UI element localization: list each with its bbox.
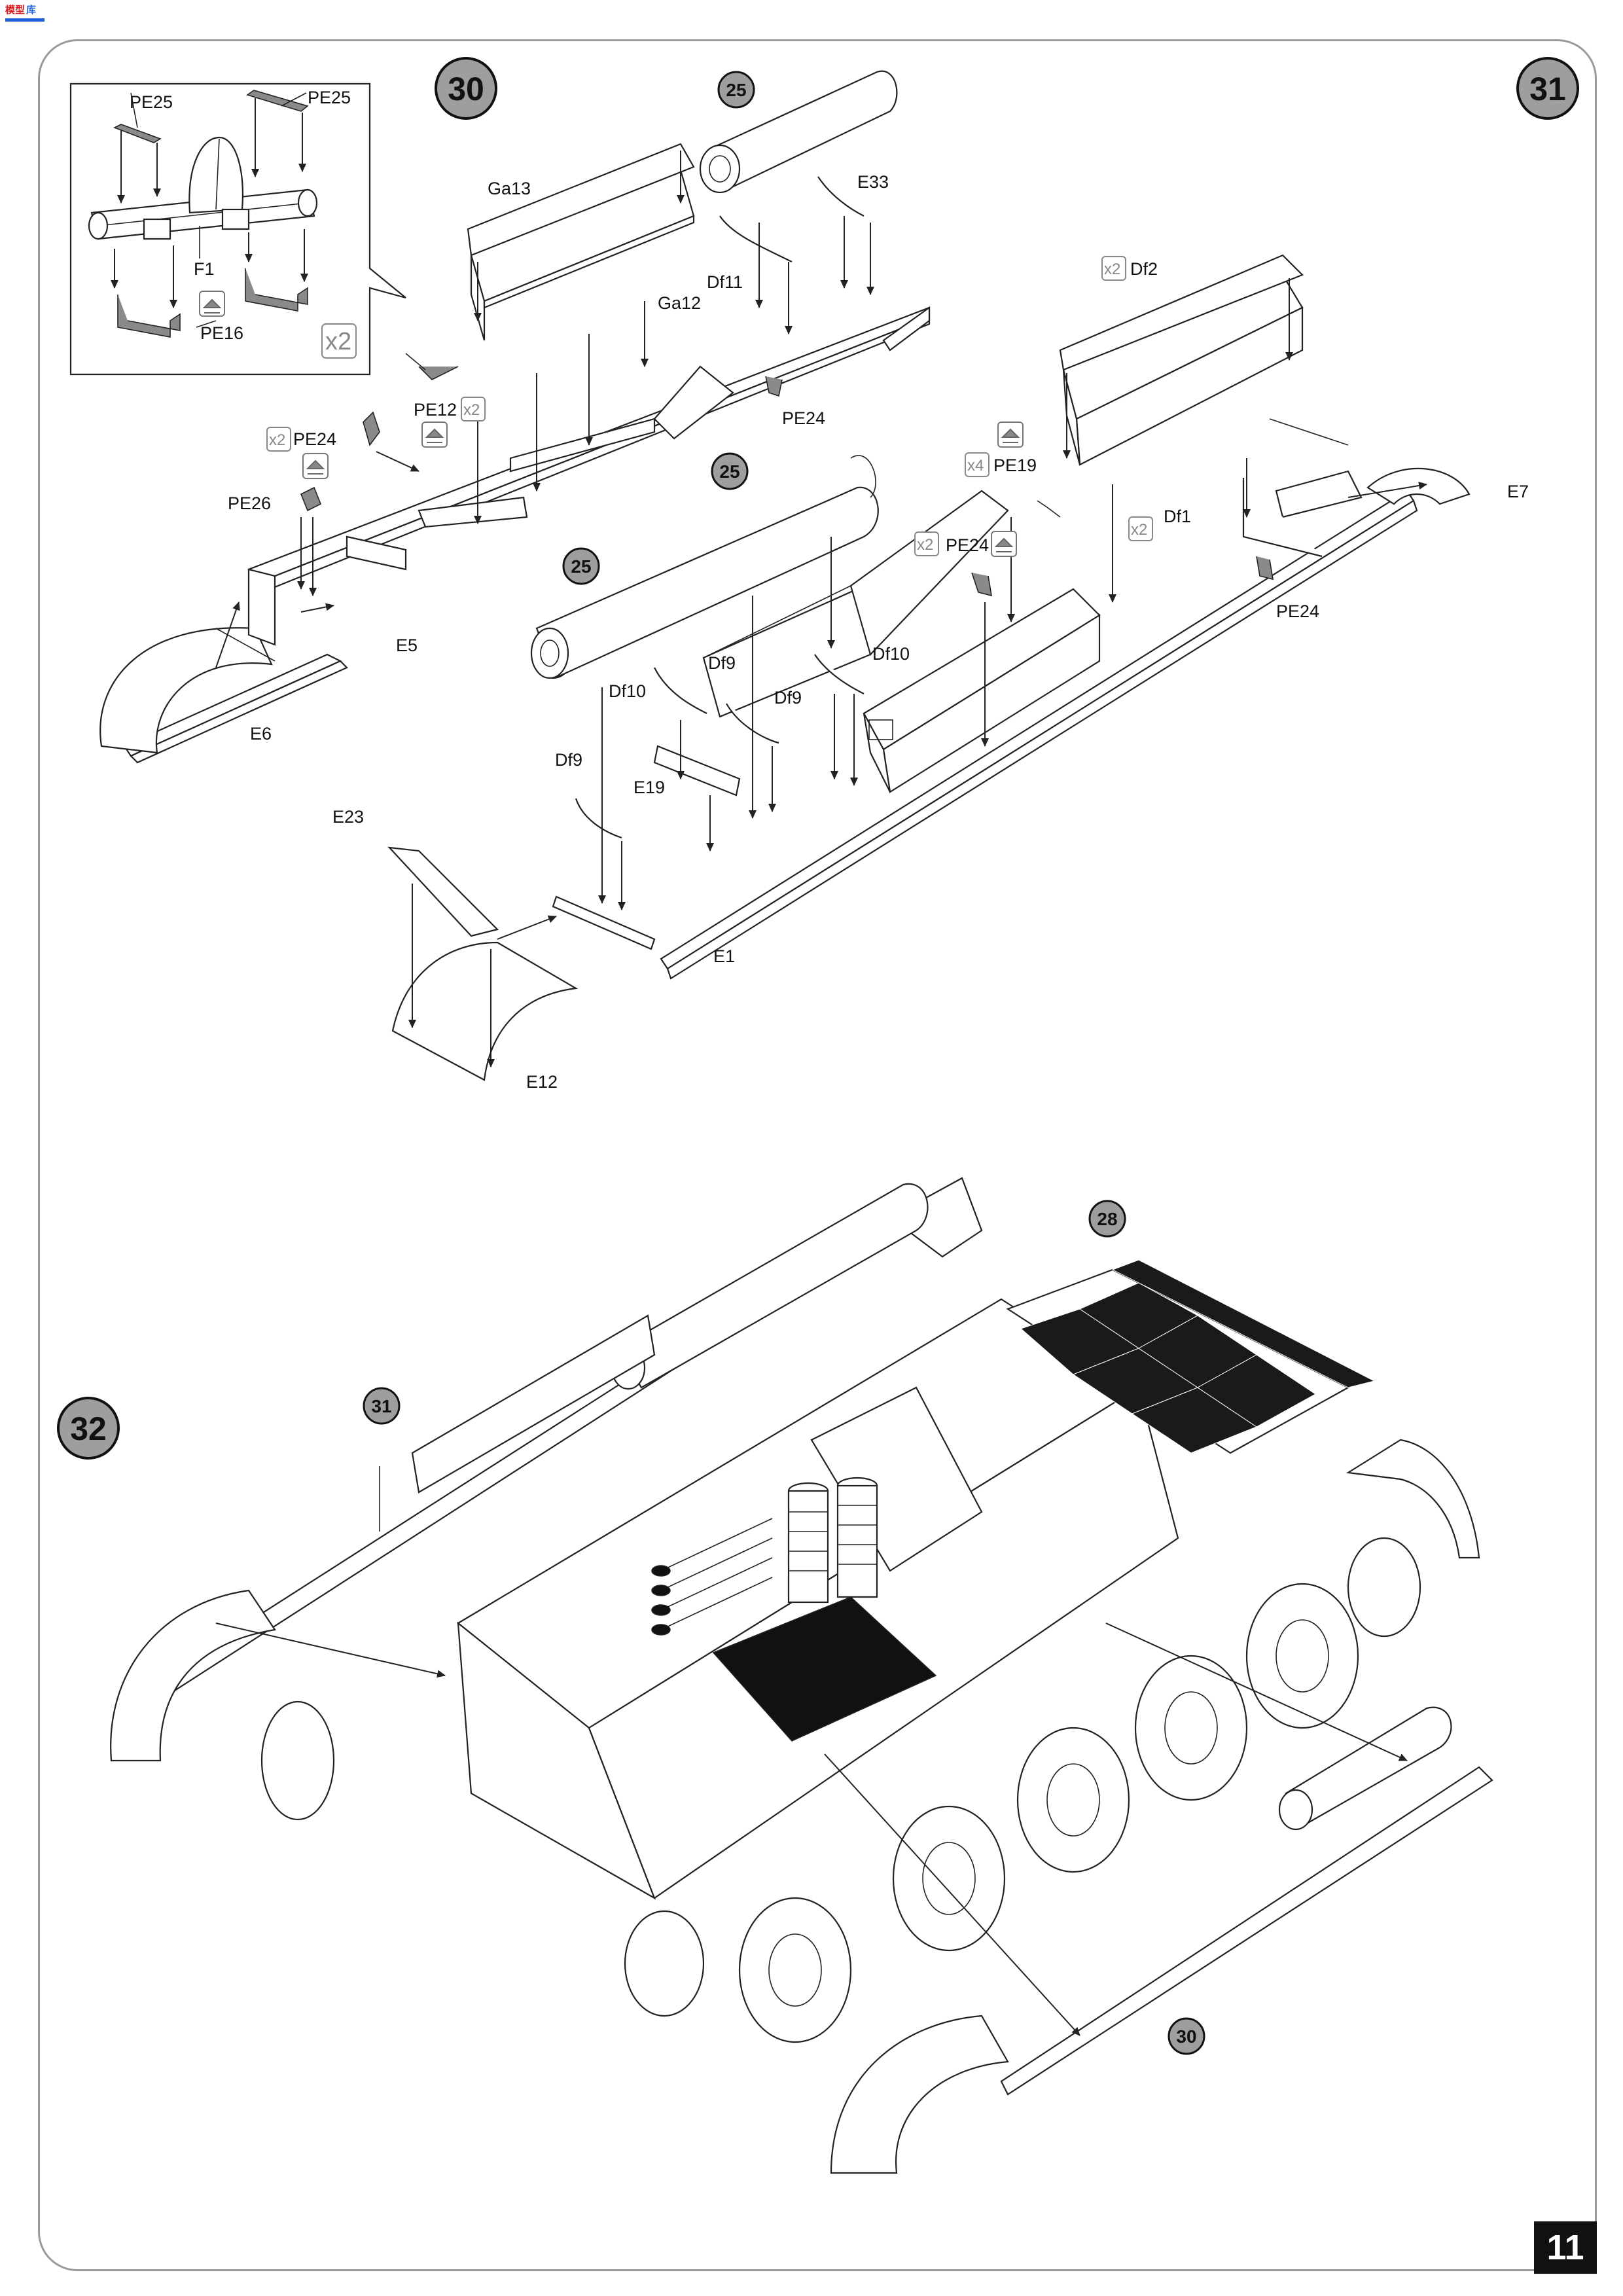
label-e6: E6 [250, 724, 272, 744]
multiplier-x4-pe19: x4 [965, 452, 990, 477]
label-pe24-right: PE24 [1276, 601, 1319, 621]
label-ga12: Ga12 [658, 293, 701, 313]
photo-etch-symbol-pe19 [997, 422, 1024, 448]
multiplier-x2-pe12: x2 [461, 397, 486, 422]
svg-text:x2: x2 [463, 401, 480, 419]
svg-text:32: 32 [70, 1410, 107, 1447]
svg-text:x4: x4 [967, 457, 984, 475]
multiplier-x2-pe24-mid: x2 [914, 531, 939, 556]
photo-etch-symbol-pe24 [302, 453, 329, 479]
label-e1: E1 [713, 946, 735, 966]
label-e33: E33 [857, 172, 889, 192]
svg-text:25: 25 [571, 556, 591, 577]
label-f1: F1 [194, 259, 215, 279]
step-32-badge: 32 [57, 1397, 120, 1460]
label-e7: E7 [1507, 482, 1529, 501]
label-pe25-left: PE25 [130, 92, 173, 112]
svg-text:25: 25 [726, 80, 746, 100]
label-e23: E23 [332, 807, 364, 827]
svg-text:x2: x2 [269, 431, 285, 449]
inset-box: x2 PE25 PE25 F1 PE16 [69, 82, 406, 376]
label-df2: Df2 [1130, 259, 1158, 279]
svg-text:库: 库 [26, 4, 36, 16]
label-ga13: Ga13 [488, 179, 531, 198]
svg-text:30: 30 [448, 71, 484, 107]
label-pe12: PE12 [414, 400, 457, 420]
step-31-badge: 31 [1516, 57, 1579, 120]
multiplier-x2-df2: x2 [1101, 256, 1126, 281]
left-fender-assembly [99, 70, 931, 764]
multiplier-x2-df1: x2 [1128, 516, 1153, 541]
publisher-logo: 模型 库 [4, 3, 47, 22]
ref-badge-25-top: 25 [717, 71, 755, 109]
label-e12: E12 [526, 1072, 558, 1092]
svg-text:25: 25 [719, 461, 740, 482]
step-30-badge: 30 [435, 57, 497, 120]
photo-etch-symbol-pe12 [421, 422, 448, 448]
label-e19: E19 [633, 778, 665, 797]
ref-badge-25-lower: 25 [562, 547, 600, 585]
ref-badge-28: 28 [1088, 1200, 1126, 1238]
label-df9-upper: Df9 [708, 653, 736, 673]
svg-text:30: 30 [1176, 2026, 1196, 2047]
label-df10-left: Df10 [609, 681, 646, 701]
ref-badge-31: 31 [363, 1387, 401, 1425]
svg-text:x2: x2 [1104, 260, 1120, 278]
label-pe16: PE16 [200, 323, 243, 343]
svg-text:模型: 模型 [5, 4, 25, 16]
label-df10-right: Df10 [872, 644, 910, 664]
page-number: 11 [1534, 2221, 1597, 2274]
label-df9-middle: Df9 [774, 688, 802, 708]
ref-badge-30: 30 [1168, 2017, 1205, 2055]
hull-assembly [110, 1177, 1493, 2174]
label-df1: Df1 [1164, 507, 1191, 526]
ref-badge-25-middle: 25 [711, 452, 749, 490]
svg-text:31: 31 [1529, 71, 1566, 107]
multiplier-x2-pe24: x2 [266, 427, 291, 452]
photo-etch-symbol-pe24-mid [991, 531, 1017, 557]
label-df9-lower: Df9 [555, 750, 582, 770]
label-pe25-right: PE25 [308, 88, 351, 107]
page-frame [38, 39, 1597, 2271]
x2-multiplier: x2 [325, 328, 351, 355]
label-pe19: PE19 [993, 456, 1037, 475]
svg-text:28: 28 [1097, 1209, 1117, 1229]
label-e5: E5 [396, 636, 418, 655]
label-pe24-upper: PE24 [782, 408, 825, 428]
svg-text:x2: x2 [1131, 521, 1147, 539]
label-pe24-left: PE24 [293, 429, 336, 449]
svg-text:31: 31 [371, 1396, 391, 1416]
svg-text:x2: x2 [917, 536, 933, 554]
label-df11: Df11 [707, 272, 743, 292]
right-fender-assembly [387, 254, 1471, 1081]
label-pe26: PE26 [228, 493, 271, 513]
label-pe24-middle: PE24 [946, 535, 989, 555]
